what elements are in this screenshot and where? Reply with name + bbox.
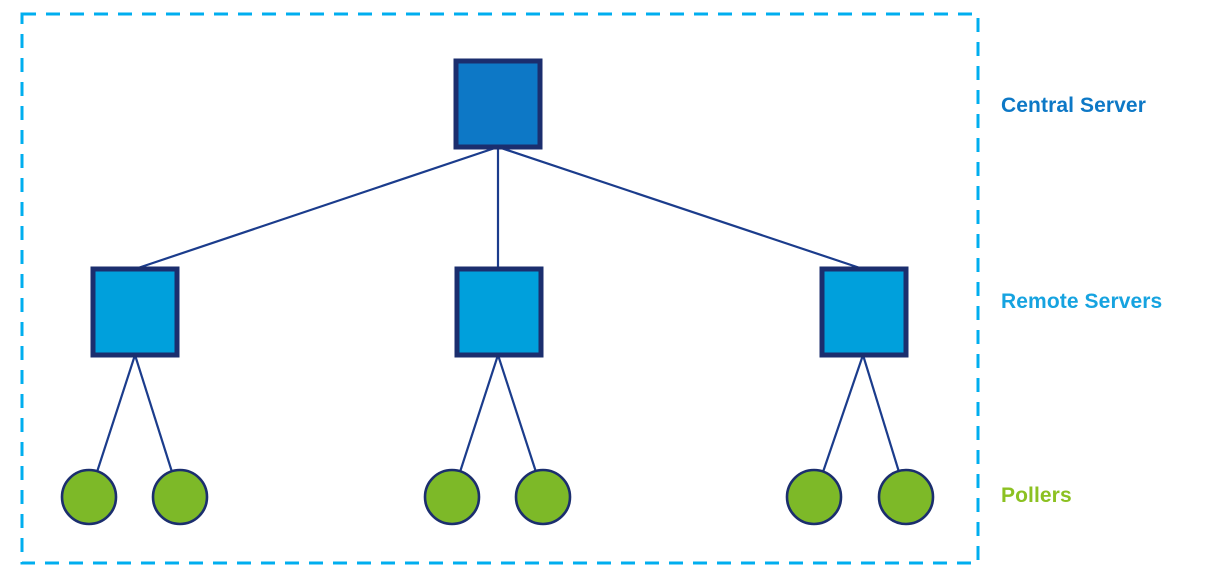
- connector-remote2-to-poller3: [458, 354, 500, 473]
- connector-central-to-remote-3: [497, 145, 864, 271]
- connector-remote1-to-poller1: [95, 354, 137, 473]
- connector-central-to-remote-1: [134, 145, 499, 271]
- node-poller-2[interactable]: [151, 468, 209, 526]
- connector-group-central-to-remote: [134, 145, 864, 271]
- tier-label-pollers: Pollers: [1001, 484, 1072, 507]
- connector-remote1-to-poller2: [133, 354, 174, 473]
- connector-remote2-to-poller4: [496, 354, 538, 473]
- node-poller-5[interactable]: [785, 468, 843, 526]
- deployment-boundary-rect: [20, 12, 980, 565]
- node-poller-4[interactable]: [514, 468, 572, 526]
- tier-label-remote-servers: Remote Servers: [1001, 290, 1163, 313]
- node-remote-server-3[interactable]: [819, 266, 909, 358]
- connector-group-remote-to-pollers: [95, 354, 901, 473]
- node-poller-3[interactable]: [423, 468, 481, 526]
- node-remote-server-2[interactable]: [454, 266, 544, 358]
- node-remote-server-1[interactable]: [90, 266, 180, 358]
- tier-label-central-server: Central Server: [1001, 94, 1146, 117]
- node-poller-6[interactable]: [877, 468, 935, 526]
- connector-remote3-to-poller6: [861, 354, 901, 473]
- node-poller-1[interactable]: [60, 468, 118, 526]
- connector-remote3-to-poller5: [821, 354, 865, 473]
- node-central-server[interactable]: [453, 58, 543, 150]
